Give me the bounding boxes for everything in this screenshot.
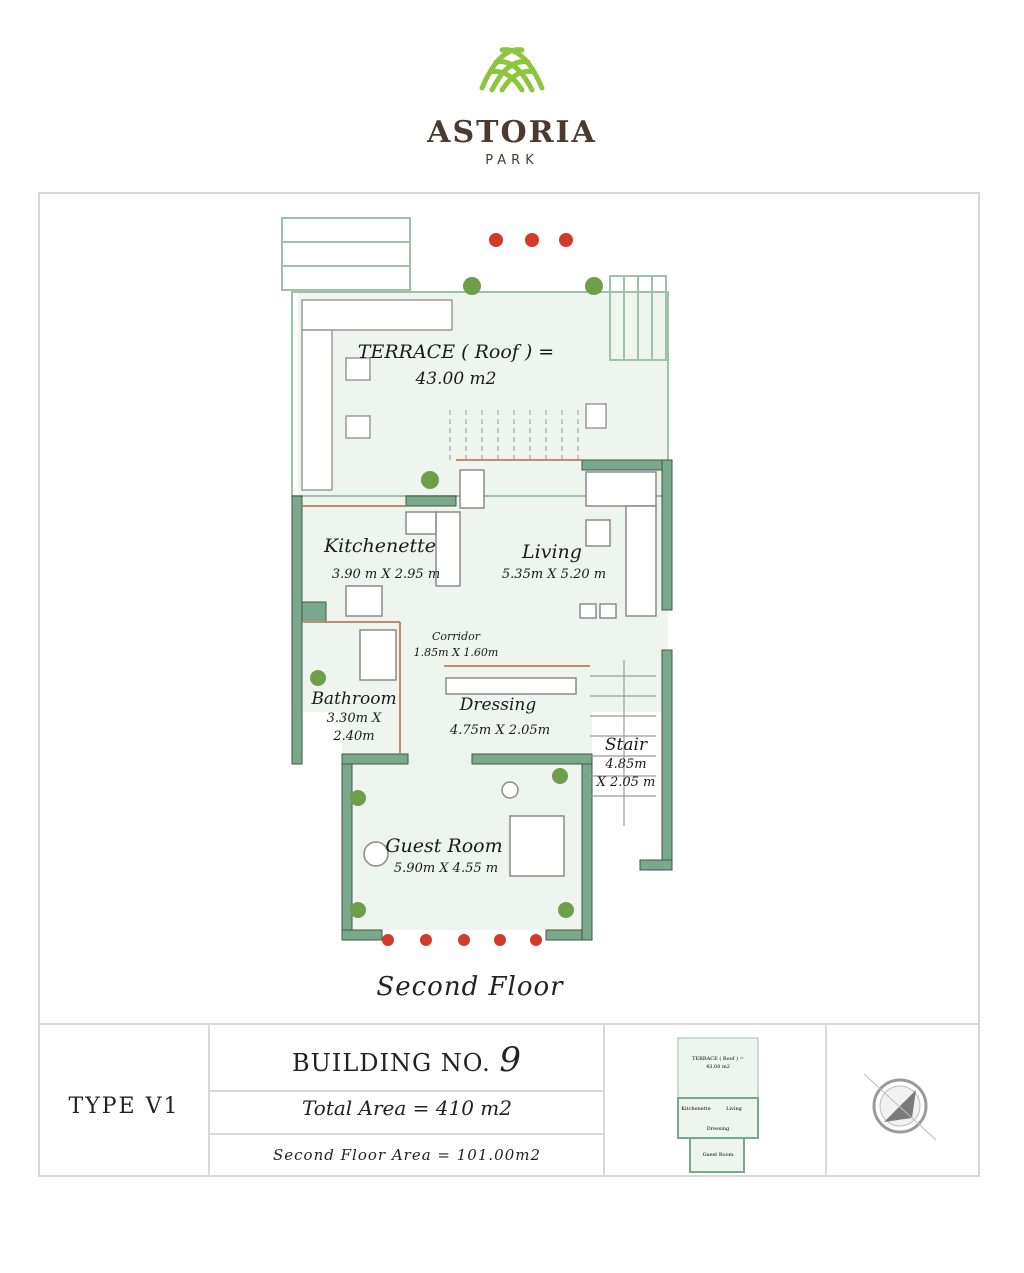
bathroom-label: Bathroom [310,689,396,709]
guest-room-label: Guest Room [385,835,502,857]
dressing-dims: 4.75m X 2.05m [449,723,550,738]
living-label: Living [521,541,582,563]
thumb-dressing: Dressing [707,1126,730,1132]
kitchenette-label: Kitchenette [323,535,436,557]
stair [590,660,656,826]
bathroom-dims-2: 2.40m [332,729,374,744]
info-divider-2 [210,1133,604,1135]
astoria-park-logo: ASTORIA PARK [426,47,597,168]
leaf-mark-icon [479,47,545,93]
thumb-kitchenette: Kitchenette [681,1106,711,1112]
living-dims: 5.35m X 5.20 m [502,567,606,582]
unit-type: TYPE V1 [68,1094,180,1119]
thumb-guest-room: Guest Room [703,1152,734,1158]
dressing-label: Dressing [459,695,537,715]
key-plan-thumbnail: TERRACE ( Roof ) = 43.00 m2 Kitchenette … [677,1037,759,1173]
furniture [345,469,657,877]
info-divider-1 [210,1090,604,1092]
building-number-value: 9 [499,1040,522,1080]
bathroom-dims: 3.30m X [327,711,382,726]
thumb-terrace-area: 43.00 m2 [706,1064,730,1070]
flower-icons [382,233,573,946]
info-col-divider-3 [825,1023,827,1177]
stair-dims: 4.85m [604,757,646,772]
floor-area: Second Floor Area = 101.00m2 [273,1146,541,1164]
guest-room-dims: 5.90m X 4.55 m [394,861,498,876]
total-area: Total Area = 410 m2 [302,1096,512,1120]
building-label: BUILDING NO. [292,1049,491,1077]
terrace-label: TERRACE ( Roof ) = [358,341,554,363]
sheet-frame [38,192,980,1177]
brand-tagline: PARK [485,153,538,168]
kitchenette-dims: 3.90 m X 2.95 m [332,567,440,582]
thumb-living: Living [726,1106,743,1112]
second-floor-plan: TERRACE ( Roof ) = 43.00 m2 Kitchenette … [281,217,673,946]
terrace-area: 43.00 m2 [414,369,496,389]
floor-caption: Second Floor [376,972,564,1002]
terrace-sofa [301,299,607,491]
building-number: BUILDING NO. 9 [210,1040,604,1080]
thumb-terrace: TERRACE ( Roof ) = [692,1055,744,1062]
brand-name: ASTORIA [426,115,597,150]
stair-label: Stair [605,735,648,755]
info-col-divider-1 [208,1023,210,1177]
walls [291,459,673,941]
stair-dims-2: X 2.05 m [596,775,656,790]
plant-icons [310,277,603,918]
info-divider-top [38,1023,980,1025]
partitions [302,459,590,754]
corridor-label: Corridor [432,630,481,643]
info-col-divider-2 [603,1023,605,1177]
north-arrow-icon [863,1073,937,1141]
corridor-dims: 1.85m X 1.60m [414,646,499,659]
